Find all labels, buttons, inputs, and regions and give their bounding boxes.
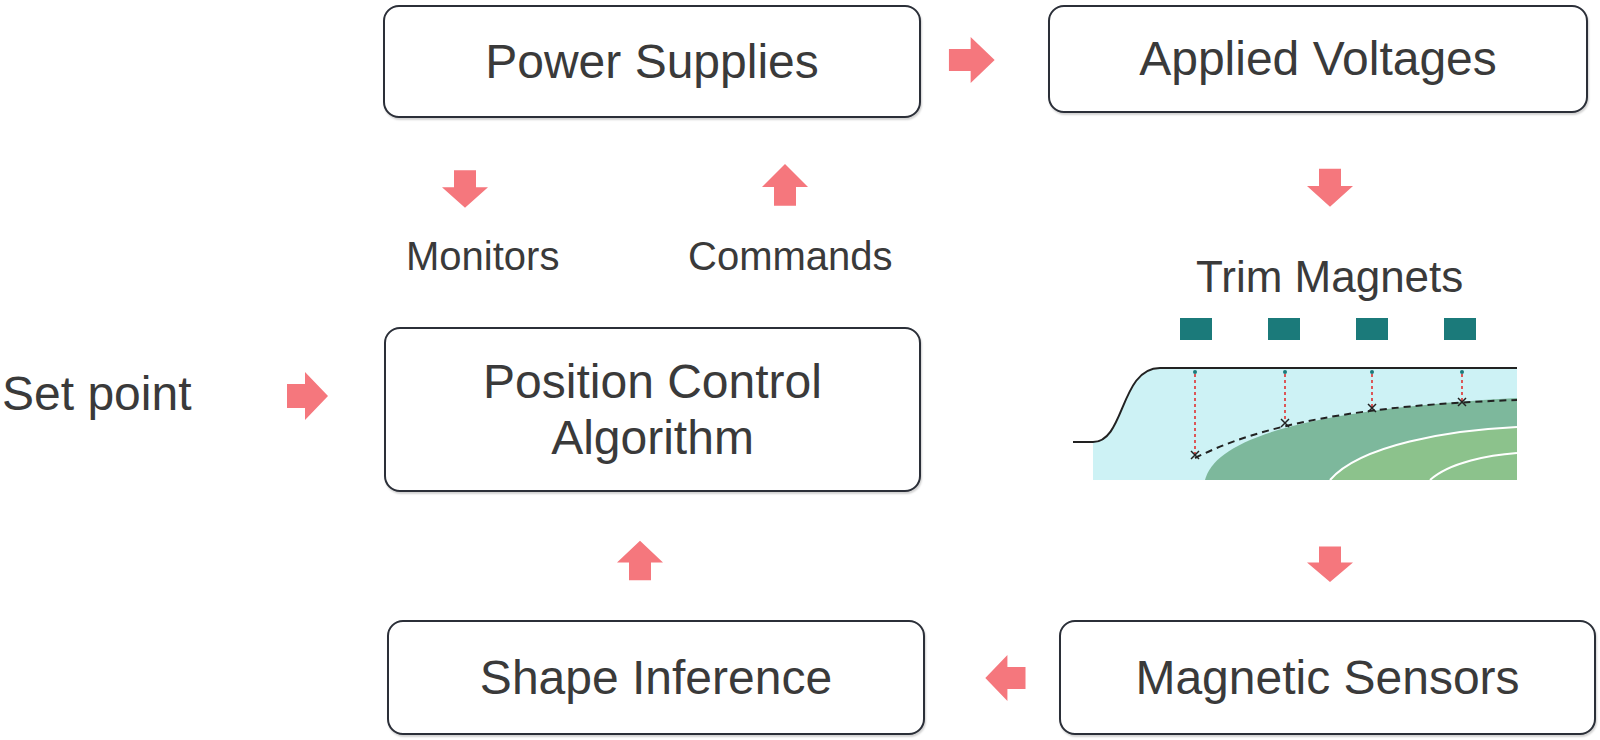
signal-label: Monitors [406,234,559,279]
sensor-dot [1370,370,1374,374]
flow-arrow [617,541,663,581]
sensor-dot [1193,370,1197,374]
process-box: Power Supplies [383,5,921,118]
flow-arrow [442,170,488,208]
trim-magnets [1180,318,1476,340]
sensor-dot [1460,370,1464,374]
gap-line [1284,374,1286,422]
flow-arrow [985,655,1025,701]
process-box: Shape Inference [387,620,925,735]
plasma-boundary [1195,400,1517,458]
vessel-region [1093,368,1517,480]
flow-arrow [949,37,995,83]
flux-surface [1330,427,1517,480]
process-box: Position Control Algorithm [384,327,921,492]
x-mark [1368,404,1376,412]
box-text: Magnetic Sensors [1135,650,1519,705]
plasma-region [1205,398,1517,480]
part-label: Trim Magnets [1196,252,1463,302]
box-text: Applied Voltages [1139,31,1497,86]
setpoint-arrow [287,372,328,420]
process-box: Magnetic Sensors [1059,620,1596,735]
box-text: Power Supplies [485,34,819,89]
x-mark [1281,419,1289,427]
process-box: Applied Voltages [1048,5,1588,113]
trim-magnet [1268,318,1300,340]
vessel-wall [1073,368,1517,442]
sensor-dot [1283,370,1287,374]
trim-magnet [1180,318,1212,340]
box-text: Shape Inference [480,650,832,705]
gap-line [1194,374,1196,455]
gap-line [1371,374,1373,407]
input-label: Set point [2,366,191,421]
box-text: Position Control Algorithm [443,354,863,464]
gap-arrows [1195,374,1462,455]
trim-magnet [1356,318,1388,340]
sensor-dots [1193,370,1464,374]
boundary-marks [1191,398,1466,459]
gap-line [1461,374,1463,401]
flux-surface [1430,453,1517,480]
x-mark [1458,398,1466,406]
flow-arrow [762,164,808,206]
x-mark [1191,451,1199,459]
flow-arrow [1307,169,1353,582]
plasma-core [1330,427,1517,480]
signal-label: Commands [688,234,893,279]
trim-magnet [1444,318,1476,340]
